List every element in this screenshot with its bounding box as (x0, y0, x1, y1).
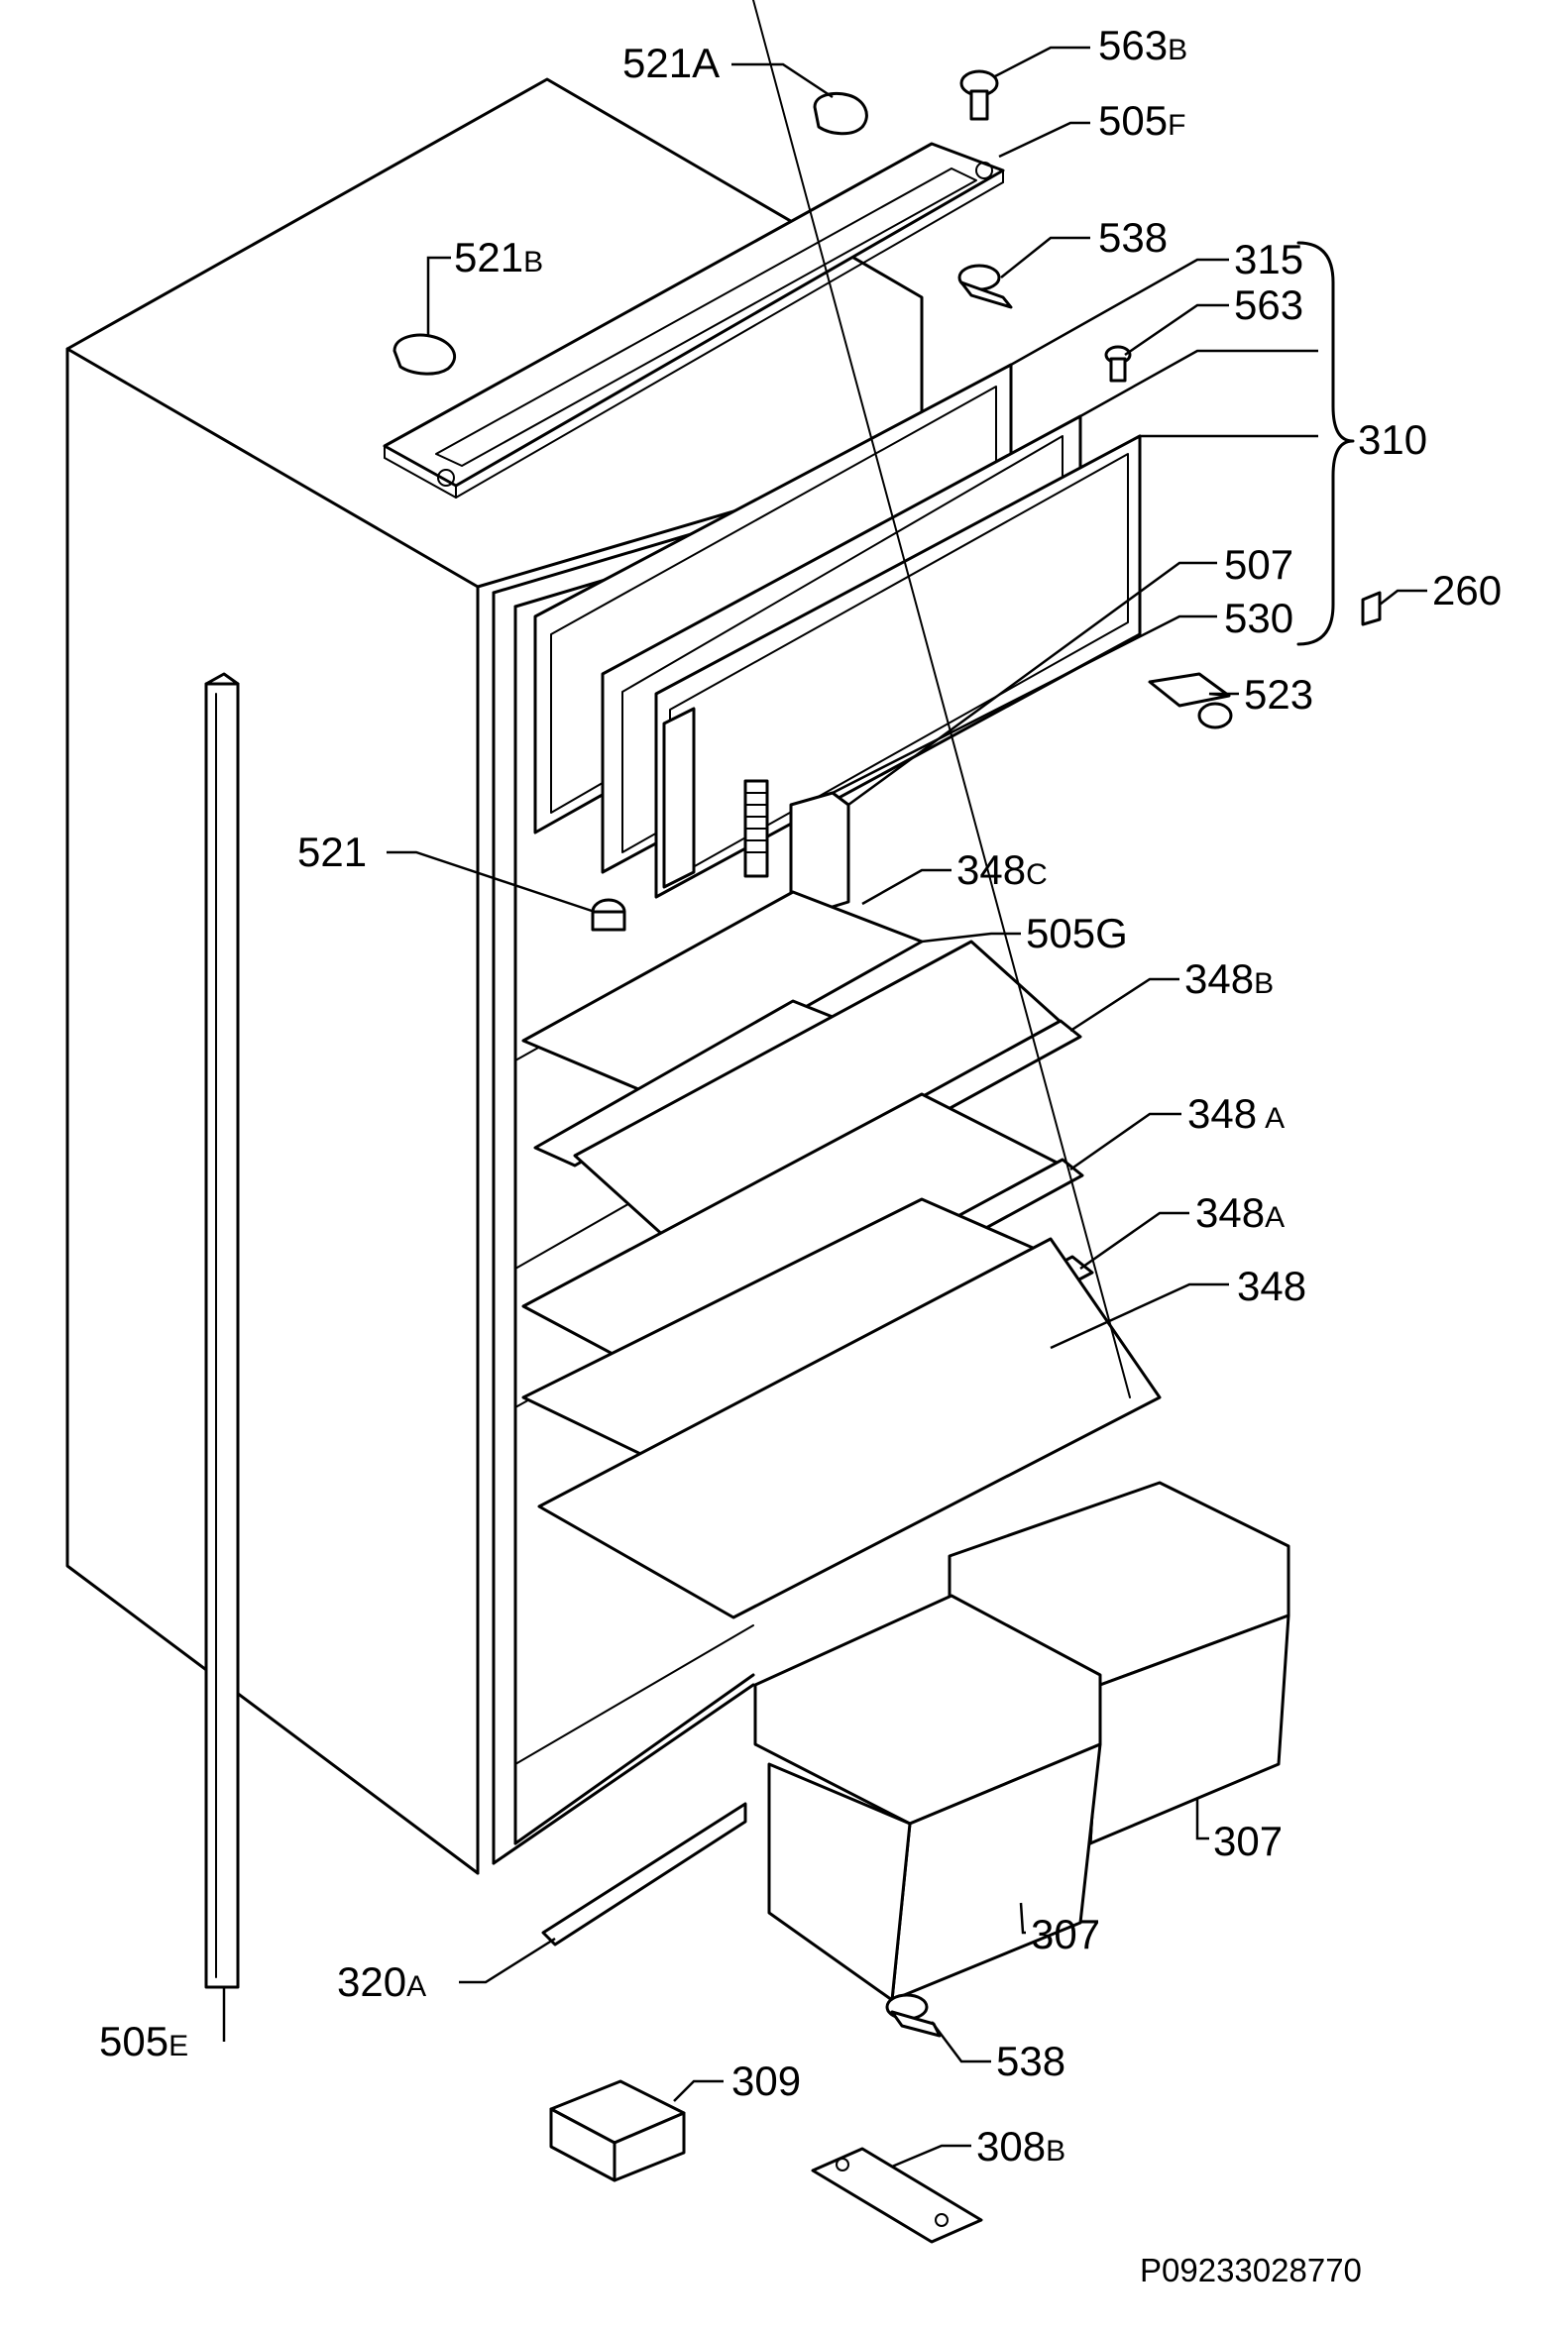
label-315: 315 (1234, 236, 1303, 282)
label-307-right: 307 (1213, 1818, 1283, 1864)
plug-521 (591, 898, 626, 932)
callout-labels: 521A 563B 505F 521B 538 315 563 310 507 … (99, 22, 1502, 2288)
label-348: 348 (1237, 1263, 1306, 1309)
top-rail (383, 142, 1005, 499)
shelf-support-320a (541, 1802, 747, 1947)
screw-563 (1104, 345, 1132, 383)
hinge-cap-521a (813, 92, 868, 136)
label-538-top: 538 (1098, 214, 1168, 261)
hinge-bracket-308b (811, 2147, 983, 2244)
label-505e: 505E (99, 2018, 188, 2064)
door-spring (743, 779, 769, 878)
label-307-left: 307 (1031, 1911, 1100, 1957)
label-530: 530 (1224, 595, 1293, 641)
label-507: 507 (1224, 541, 1293, 588)
group-bracket-310 (1296, 241, 1355, 646)
label-348c: 348C (956, 846, 1048, 893)
label-309: 309 (731, 2058, 801, 2104)
label-521b: 521B (454, 234, 543, 280)
label-521a: 521A (622, 40, 720, 86)
label-521: 521 (297, 829, 367, 875)
label-563: 563 (1234, 281, 1303, 328)
label-505f: 505F (1098, 97, 1185, 144)
block-309 (549, 2079, 686, 2182)
label-310: 310 (1358, 416, 1427, 463)
label-308b: 308B (976, 2123, 1065, 2170)
hinge-pin-538-bottom (885, 1993, 942, 2038)
label-538-bottom: 538 (996, 2038, 1065, 2084)
label-523: 523 (1244, 671, 1313, 718)
hinge-cap-521b (392, 333, 456, 376)
label-320a: 320A (337, 1958, 426, 2005)
label-260: 260 (1432, 567, 1502, 613)
label-563b: 563B (1098, 22, 1187, 68)
door-panel-530 (654, 434, 1142, 899)
side-trim-strip (204, 672, 240, 1989)
reference-code: P09233028770 (1140, 2252, 1362, 2288)
clip-260 (1361, 591, 1382, 626)
screw-563b (959, 69, 999, 121)
leader-lines (222, 46, 1427, 2169)
label-348a-2: 348A (1195, 1189, 1285, 1236)
label-348b: 348B (1184, 955, 1274, 1002)
handle-523 (1148, 672, 1233, 729)
crisper-cover-348 (537, 0, 1162, 1619)
hinge-pin-538-top (957, 264, 1013, 309)
crisper-drawer-left (753, 1594, 1102, 2002)
label-505g: 505G (1026, 910, 1128, 956)
